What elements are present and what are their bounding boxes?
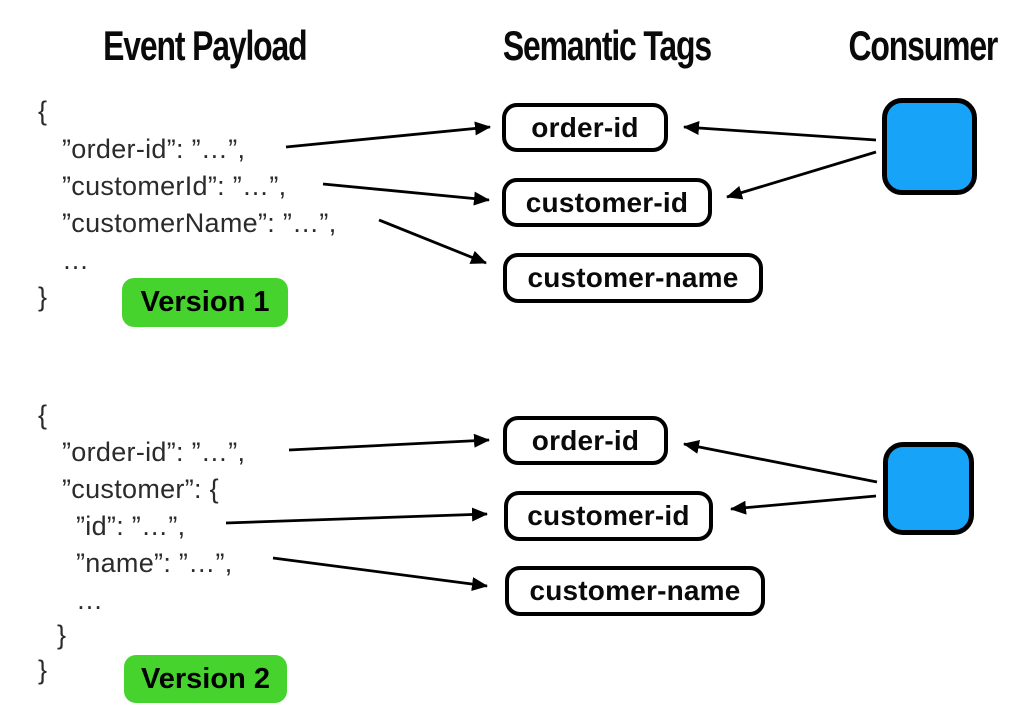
v1-code-customer-name: ”customerName”: ”…”,: [62, 208, 337, 238]
column-title-semantic-tags-text: Semantic Tags: [502, 22, 712, 69]
v1-tag-customer-name-label: customer-name: [527, 262, 739, 293]
column-title-consumer-text: Consumer: [848, 22, 998, 69]
column-title-semantic-tags: Semantic Tags: [470, 22, 732, 70]
v1-code-close-brace: }: [38, 282, 48, 312]
column-title-event-payload: Event Payload: [40, 22, 370, 70]
v2-tag-order-id-label: order-id: [531, 424, 640, 456]
v1-tag-order-id: order-id: [502, 103, 668, 152]
v2-code-id: ”id”: ”…”,: [76, 511, 186, 541]
v2-code-inner-close-brace: }: [57, 620, 67, 650]
v2-code-customer-object: ”customer”: {: [62, 474, 219, 504]
version1-badge-label: Version 1: [140, 286, 270, 318]
arrow-v1-customername-to-tag: [378, 218, 487, 265]
v2-consumer-box: [883, 442, 974, 535]
v1-code-ellipsis: …: [62, 245, 90, 275]
arrow-v2-consumer-to-customerid: [730, 494, 877, 515]
v1-code-customer-id: ”customerId”: ”…”,: [62, 171, 287, 201]
v2-tag-customer-name: customer-name: [505, 566, 765, 616]
arrow-v2-id-to-tag: [225, 507, 488, 525]
v2-tag-order-id: order-id: [503, 416, 668, 465]
version2-badge: Version 2: [124, 655, 287, 703]
version1-badge: Version 1: [122, 278, 288, 327]
arrow-v1-orderid-to-tag: [285, 121, 491, 149]
v2-tag-customer-name-label: customer-name: [529, 575, 741, 606]
arrow-v2-name-to-tag: [272, 556, 488, 591]
arrow-v1-customerid-to-tag: [322, 182, 490, 206]
v1-consumer-box: [882, 98, 977, 195]
v1-tag-customer-id-label: customer-id: [525, 186, 689, 218]
version2-badge-label: Version 2: [141, 662, 270, 695]
v1-code-order-id: ”order-id”: ”…”,: [62, 134, 246, 164]
v2-code-ellipsis: …: [76, 585, 104, 615]
v2-code-close-brace: }: [38, 655, 48, 685]
v2-tag-customer-id-label: customer-id: [527, 500, 690, 531]
v1-tag-order-id-label: order-id: [531, 111, 639, 143]
v2-code-name: ”name”: ”…”,: [76, 548, 233, 578]
arrow-v2-orderid-to-tag: [288, 433, 490, 452]
v2-code-open-brace: {: [38, 400, 48, 430]
arrow-v1-consumer-to-orderid: [683, 121, 877, 142]
v2-code-order-id: ”order-id”: ”…”,: [62, 437, 246, 467]
column-title-event-payload-text: Event Payload: [103, 22, 308, 69]
v2-tag-customer-id: customer-id: [504, 491, 713, 541]
v1-code-open-brace: {: [38, 96, 48, 126]
v1-tag-customer-id: customer-id: [502, 178, 712, 227]
arrow-v2-consumer-to-orderid: [683, 440, 878, 484]
column-title-consumer: Consumer: [825, 22, 1005, 70]
v1-tag-customer-name: customer-name: [503, 253, 763, 303]
arrow-v1-consumer-to-customerid: [726, 150, 877, 200]
